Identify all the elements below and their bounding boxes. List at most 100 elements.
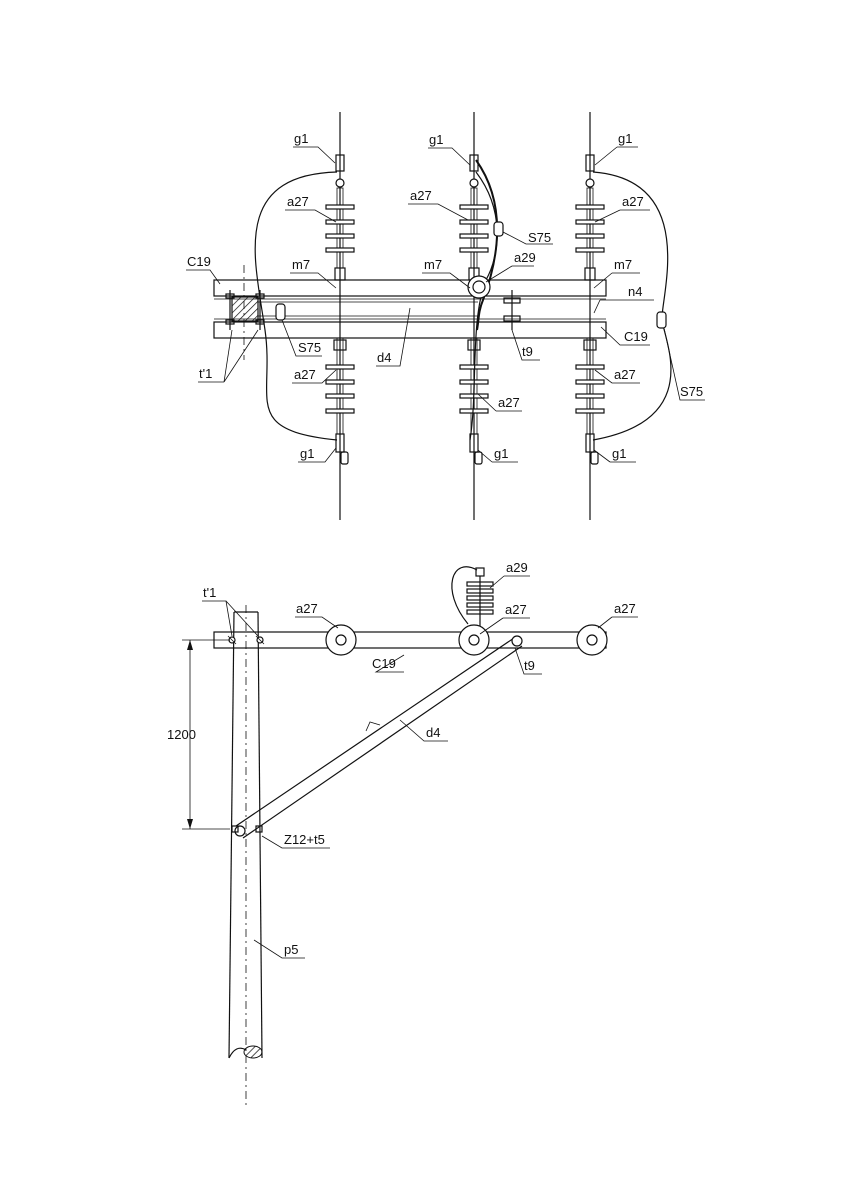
insulator-a27-side-mid: [458, 624, 490, 656]
label-t1-side: t'1: [203, 585, 216, 600]
insulator-shed: [325, 233, 355, 239]
label-s75-mid: S75: [528, 230, 551, 245]
label-a27-side-right: a27: [614, 601, 636, 616]
leaders-side: [202, 575, 638, 959]
insulator-a27-side-right: [576, 624, 608, 656]
label-g1-top-mid: g1: [429, 132, 443, 147]
jumper-right: [592, 171, 672, 441]
insulator-shed: [325, 379, 355, 385]
clamp-eye: [474, 451, 483, 465]
label-c19-side: C19: [372, 656, 396, 671]
label-c19-left: C19: [187, 254, 211, 269]
insulator-shed: [575, 204, 605, 210]
connector-s75-right: [656, 311, 667, 329]
label-a27-low-left: a27: [294, 367, 316, 382]
labels-top: g1 g1 g1 a27 a27 a27 S75 C19 m7 m7 a29 m…: [187, 131, 703, 461]
jumper-left: [254, 171, 338, 441]
crossarm-c19-lower: [213, 321, 607, 339]
label-g1-bot-left: g1: [300, 446, 314, 461]
label-t9-side: t9: [524, 658, 535, 673]
fitting-m7: [584, 267, 596, 281]
clamp-g1-upper: [335, 154, 345, 172]
clamp-eye: [340, 451, 349, 465]
label-a29-top: a29: [514, 250, 536, 265]
clamp-g1-lower: [585, 433, 595, 453]
labels-side: t'1 a27 a29 a27 a27 C19 t9 d4 Z12+t5 p5: [203, 560, 636, 957]
insulator-shed: [325, 364, 355, 370]
label-m7-left: m7: [292, 257, 310, 272]
fitting-lower: [333, 339, 347, 351]
insulator-shed: [459, 219, 489, 225]
label-c19-right: C19: [624, 329, 648, 344]
label-s75-left: S75: [298, 340, 321, 355]
pole-cut-hatched: [243, 1045, 263, 1059]
label-n4: n4: [628, 284, 642, 299]
label-t1-top: t'1: [199, 366, 212, 381]
label-t9-top: t9: [522, 344, 533, 359]
bracket-z12: [231, 825, 263, 833]
insulator-shed: [325, 247, 355, 253]
label-a29-side: a29: [506, 560, 528, 575]
clamp-eye: [590, 451, 599, 465]
crossarm-c19-upper: [213, 279, 607, 297]
label-a27-top-mid: a27: [410, 188, 432, 203]
label-s75-right: S75: [680, 384, 703, 399]
label-m7-right: m7: [614, 257, 632, 272]
insulator-shed: [575, 219, 605, 225]
bolt-t9-plan: [503, 290, 521, 330]
surge-arrester-a29-plan: [467, 275, 491, 299]
leaders-top: [186, 146, 705, 463]
label-g1-bot-mid: g1: [494, 446, 508, 461]
label-d4-side: d4: [426, 725, 440, 740]
insulator-shed: [575, 364, 605, 370]
insulator-a27-side-left: [325, 624, 357, 656]
label-a27-low-mid: a27: [498, 395, 520, 410]
insulator-shed: [459, 204, 489, 210]
label-a27-side-left: a27: [296, 601, 318, 616]
dimension-1200: 1200: [167, 639, 230, 830]
label-d4-top: d4: [377, 350, 391, 365]
insulator-shed: [459, 233, 489, 239]
pole-section-hatched: [231, 296, 259, 322]
insulator-shed: [325, 204, 355, 210]
bolts-t1-plan: [225, 290, 265, 330]
connector-s75-left: [275, 303, 286, 321]
insulator-shed: [575, 379, 605, 385]
insulator-shed: [459, 247, 489, 253]
link-upper: [585, 178, 595, 188]
insulator-shed: [325, 408, 355, 414]
label-a27-side-mid: a27: [505, 602, 527, 617]
brace-d4: [234, 635, 523, 839]
label-a27-low-right: a27: [614, 367, 636, 382]
insulator-shed: [459, 408, 489, 414]
insulator-shed: [575, 247, 605, 253]
insulator-shed: [575, 233, 605, 239]
surge-arrester-a29: [451, 566, 494, 626]
label-a27-top-right: a27: [622, 194, 644, 209]
label-a27-top-left: a27: [287, 194, 309, 209]
link-upper: [335, 178, 345, 188]
clamp-g1-lower: [335, 433, 345, 453]
clamp-g1-lower: [469, 433, 479, 453]
fitting-m7: [334, 267, 346, 281]
label-g1-bot-right: g1: [612, 446, 626, 461]
insulator-shed: [325, 219, 355, 225]
dimension-value: 1200: [167, 727, 196, 742]
insulator-strings: [325, 154, 605, 465]
insulator-shed: [575, 393, 605, 399]
link-upper: [469, 178, 479, 188]
label-z12t5: Z12+t5: [284, 832, 325, 847]
clamp-g1-upper: [585, 154, 595, 172]
insulator-shed: [325, 393, 355, 399]
label-g1-top-right: g1: [618, 131, 632, 146]
insulator-shed: [459, 364, 489, 370]
label-p5: p5: [284, 942, 298, 957]
fitting-lower: [467, 339, 481, 351]
pole-p5: [228, 605, 263, 1105]
insulator-shed: [575, 408, 605, 414]
top-view: g1 g1 g1 a27 a27 a27 S75 C19 m7 m7 a29 m…: [186, 112, 705, 520]
label-m7-mid: m7: [424, 257, 442, 272]
crossarm-c19-side: [213, 631, 607, 649]
connector-s75-middle: [493, 221, 504, 237]
